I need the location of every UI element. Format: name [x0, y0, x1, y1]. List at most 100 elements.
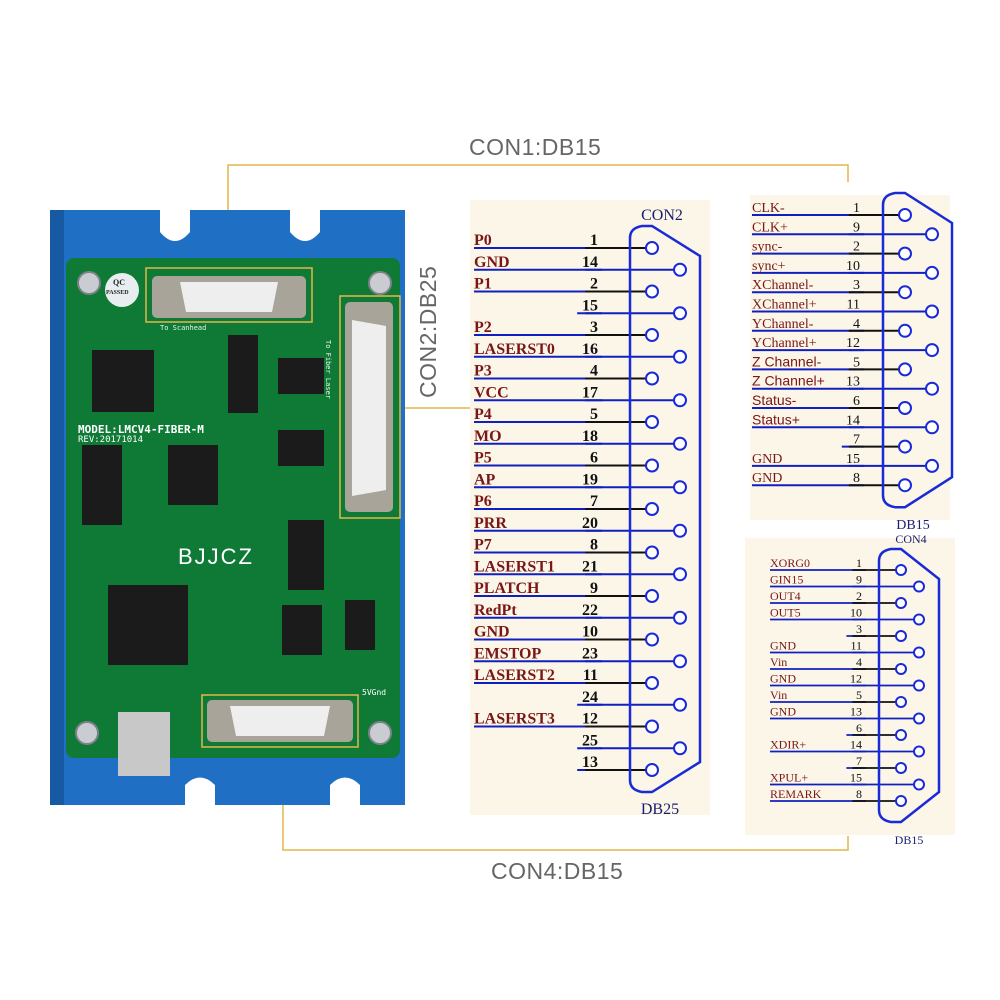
pin-contact-icon	[645, 676, 659, 690]
pin-row: 7	[846, 754, 907, 774]
pin-signal-label: P1	[474, 276, 492, 293]
con2-title: CON2	[641, 207, 683, 224]
con4-callout-label: CON4:DB15	[491, 858, 624, 884]
board-brand: BJJCZ	[178, 544, 254, 569]
pin-signal-label: GND	[770, 672, 796, 686]
pin-signal-label: PLATCH	[474, 580, 540, 597]
pin-contact-icon	[898, 439, 912, 454]
pin-contact-icon	[925, 227, 939, 242]
pin-contact-icon	[895, 630, 907, 642]
pin-row: CLK+9	[752, 220, 939, 242]
pin-number: 22	[582, 602, 598, 619]
pin-number: 3	[590, 319, 598, 336]
board-rev: REV:20171014	[78, 435, 144, 445]
pin-contact-icon	[895, 795, 907, 807]
con4-type-label: DB15	[895, 833, 924, 847]
pin-number: 7	[853, 433, 860, 448]
pin-signal-label: Vin	[770, 688, 787, 702]
qc-passed-text: PASSED	[106, 290, 129, 296]
pin-number: 13	[582, 754, 598, 771]
chip	[278, 430, 324, 466]
pin-contact-icon	[895, 762, 907, 774]
usb-port	[118, 712, 170, 776]
con2-type-label: DB25	[641, 801, 679, 818]
pin-signal-label: GND	[474, 624, 510, 641]
pin-signal-label: GND	[752, 452, 782, 467]
pin-number: 12	[582, 711, 598, 728]
pin-number: 10	[850, 606, 862, 620]
pin-row: RedPt 22	[474, 602, 687, 625]
pin-signal-label: CLK-	[752, 201, 785, 216]
qc-text: QC	[113, 278, 125, 287]
pin-contact-icon	[898, 323, 912, 338]
pin-signal-label: LASERST3	[474, 711, 555, 728]
qc-sticker	[105, 273, 139, 307]
pin-number: 5	[590, 406, 598, 423]
pin-signal-label: GND	[752, 471, 782, 486]
pin-contact-icon	[645, 502, 659, 516]
pin-signal-label: LASERST0	[474, 341, 555, 358]
pin-number: 1	[590, 232, 598, 249]
chip	[92, 350, 154, 412]
pin-row: Z Channel+13	[752, 373, 939, 396]
pin-contact-icon	[645, 589, 659, 603]
pin-signal-label: P6	[474, 493, 492, 510]
con1-connector-shell	[881, 191, 954, 509]
pin-number: 4	[853, 317, 860, 332]
pin-row: Z Channel-5	[752, 353, 912, 377]
pin-number: 7	[590, 493, 598, 510]
pin-number: 17	[582, 384, 598, 401]
pin-contact-icon	[898, 362, 912, 377]
con2-highlight	[339, 295, 401, 519]
pin-row: P6 7	[474, 493, 659, 516]
pin-contact-icon	[898, 208, 912, 222]
pin-contact-icon	[895, 663, 907, 675]
pin-row: XChannel-3	[752, 278, 912, 300]
pin-number: 12	[846, 336, 860, 351]
pin-row: sync+10	[752, 259, 939, 280]
pin-signal-label: Z Channel+	[752, 373, 825, 389]
pin-contact-icon	[673, 567, 687, 582]
pin-contact-icon	[673, 393, 687, 408]
pin-contact-icon	[913, 613, 925, 626]
pin-row: sync- 2	[752, 240, 912, 261]
pin-contact-icon	[925, 304, 939, 319]
pin-number: 14	[846, 413, 860, 428]
pin-number: 2	[856, 589, 862, 603]
pin-row: CLK- 1	[752, 201, 912, 222]
pin-signal-label: REMARK	[770, 787, 822, 801]
pin-number: 1	[853, 201, 860, 216]
pin-contact-icon	[925, 420, 939, 435]
pin-signal-label: P4	[474, 406, 492, 423]
con1-highlight	[145, 267, 313, 323]
con1-type-label: DB15	[896, 518, 929, 533]
pin-signal-label: RedPt	[474, 602, 517, 619]
pin-signal-label: sync-	[752, 240, 783, 255]
pin-signal-label: EMSTOP	[474, 645, 542, 662]
pin-number: 6	[853, 394, 860, 409]
pin-number: 21	[582, 558, 598, 575]
pin-contact-icon	[673, 741, 687, 756]
pin-contact-icon	[673, 610, 687, 625]
pin-number: 4	[590, 363, 598, 380]
pin-contact-icon	[673, 262, 687, 277]
pin-number: 6	[856, 721, 862, 735]
pin-number: 2	[853, 240, 860, 255]
pin-row: Status-6	[752, 392, 912, 415]
pin-signal-label: LASERST1	[474, 558, 555, 575]
pin-signal-label: AP	[474, 471, 496, 488]
to-fiber-laser-label: To Fiber Laser	[324, 340, 332, 400]
pin-contact-icon	[895, 564, 907, 576]
